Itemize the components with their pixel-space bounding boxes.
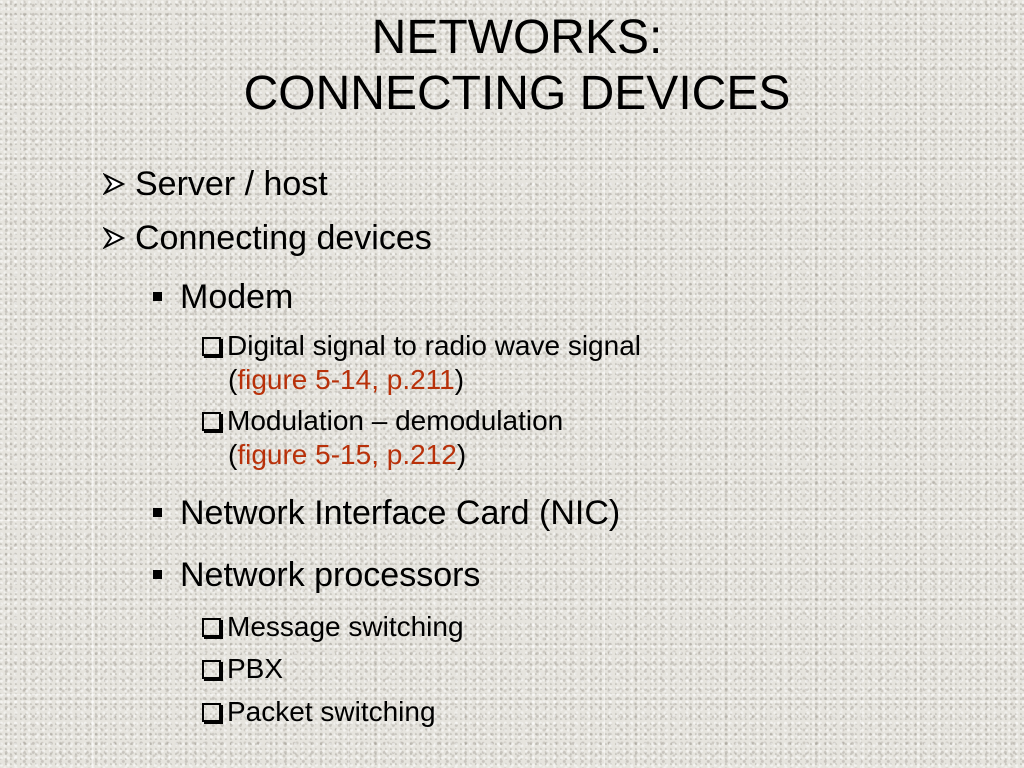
- square-bullet-icon: [153, 508, 162, 517]
- subbullet-network-processors: Network processors: [153, 555, 481, 595]
- shadowed-box-bullet-icon: [202, 703, 221, 722]
- modem-item-modulation: Modulation – demodulation (figure 5-15, …: [201, 404, 563, 472]
- title-line-1: NETWORKS:: [371, 11, 663, 64]
- subbullet-modem: Modem: [153, 277, 294, 317]
- item-text: Modulation – demodulation: [227, 405, 564, 436]
- processor-item-message-switching: Message switching: [201, 610, 464, 644]
- shadowed-box-bullet-icon: [202, 660, 221, 679]
- slide-title: NETWORKS: CONNECTING DEVICES: [0, 10, 1024, 122]
- figure-reference-link[interactable]: figure 5-15, p.212: [237, 439, 457, 470]
- bullet-text: Connecting devices: [135, 219, 432, 257]
- subbullet-text: Network processors: [180, 556, 481, 594]
- arrowhead-bullet-icon: [103, 227, 125, 249]
- processor-item-pbx: PBX: [201, 652, 283, 686]
- figure-reference-link[interactable]: figure 5-14, p.211: [237, 364, 455, 395]
- paren-close: ): [456, 439, 467, 470]
- processor-item-packet-switching: Packet switching: [201, 695, 436, 729]
- subbullet-text: Network Interface Card (NIC): [180, 494, 621, 532]
- paren-close: ): [454, 364, 465, 395]
- item-text: PBX: [227, 653, 284, 684]
- title-line-2: CONNECTING DEVICES: [243, 67, 791, 120]
- shadowed-box-bullet-icon: [202, 337, 221, 356]
- bullet-text: Server / host: [135, 165, 328, 203]
- item-text: Digital signal to radio wave signal: [227, 330, 641, 361]
- modem-item-digital-signal: Digital signal to radio wave signal (fig…: [201, 329, 641, 397]
- subbullet-text: Modem: [180, 278, 294, 316]
- bullet-connecting-devices: Connecting devices: [103, 218, 432, 258]
- arrowhead-bullet-icon: [103, 173, 125, 195]
- paren-open: (: [228, 364, 238, 395]
- paren-open: (: [228, 439, 238, 470]
- item-reference-line: (figure 5-15, p.212): [201, 438, 563, 472]
- shadowed-box-bullet-icon: [202, 618, 221, 637]
- item-text: Message switching: [227, 611, 464, 642]
- item-reference-line: (figure 5-14, p.211): [201, 363, 641, 397]
- bullet-server-host: Server / host: [103, 164, 328, 204]
- subbullet-nic: Network Interface Card (NIC): [153, 493, 621, 533]
- item-text: Packet switching: [227, 696, 436, 727]
- shadowed-box-bullet-icon: [202, 412, 221, 431]
- square-bullet-icon: [153, 570, 162, 579]
- square-bullet-icon: [153, 292, 162, 301]
